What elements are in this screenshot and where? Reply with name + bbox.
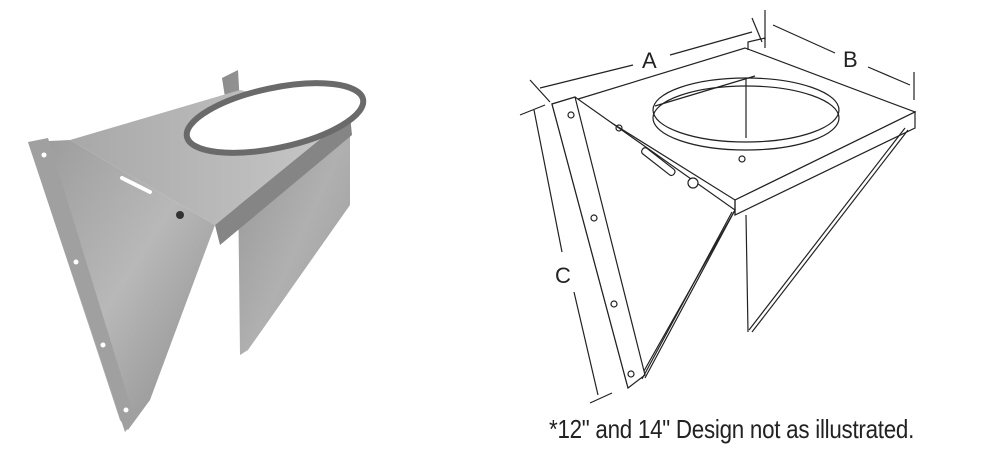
bracket-line-drawing: A B C xyxy=(519,10,917,404)
mounting-hole xyxy=(41,152,47,158)
dimension-label-c: C xyxy=(555,263,571,288)
dimension-label-a: A xyxy=(642,48,657,73)
bracket-photo xyxy=(28,70,367,432)
dimension-label-b: B xyxy=(843,47,858,72)
dimension-b: B xyxy=(764,10,915,100)
figure-caption: *12" and 14" Design not as illustrated. xyxy=(549,414,915,444)
dimension-c: C xyxy=(519,104,613,404)
dimension-a: A xyxy=(529,17,763,103)
